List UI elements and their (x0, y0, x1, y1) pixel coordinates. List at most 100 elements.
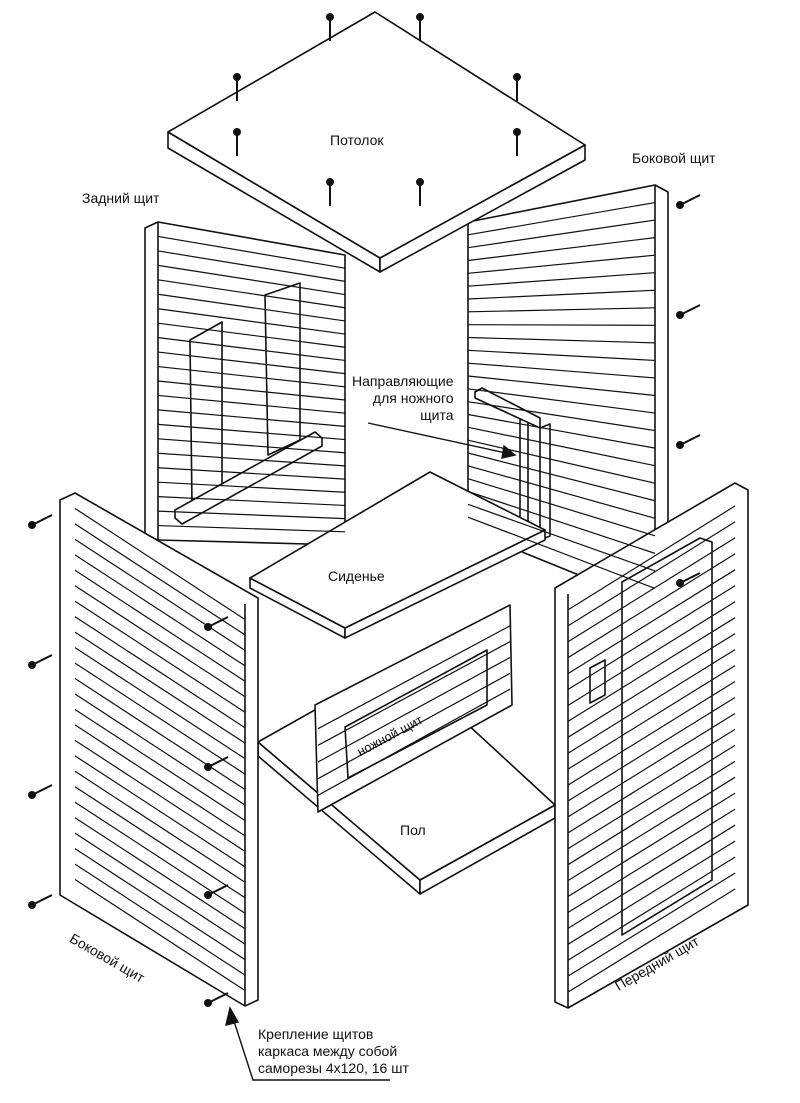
side-panel-upper-board-line (467, 465, 656, 519)
front-panel-board-line (567, 840, 736, 945)
foot-panel-board-line (317, 656, 511, 763)
side-panel-upper-board-line (467, 324, 656, 326)
screw-icon (326, 178, 334, 206)
back-panel-board-line (157, 380, 346, 401)
screw-icon (28, 514, 53, 529)
back-panel-board-line (157, 322, 346, 348)
screw-icon (513, 73, 521, 101)
side-panel-upper-board-line (467, 336, 656, 344)
side-panel-lower-board-line (74, 554, 246, 667)
back-panel-board-line (157, 467, 346, 480)
side-panel-upper-board-line (467, 490, 656, 554)
side-panel-lower-board-line (74, 848, 246, 961)
side-panel-lower-board-line (74, 786, 246, 899)
label-floor: Пол (400, 822, 426, 838)
screw-icon (676, 194, 701, 209)
back-panel-board-line (157, 496, 346, 507)
screw-icon (513, 128, 521, 156)
screw-icon (28, 784, 53, 799)
back-panel-board-line (157, 394, 346, 414)
front-panel-board-line (567, 649, 736, 754)
front-panel-board-line (567, 808, 736, 913)
note-line3: саморезы 4x120, 16 шт (258, 1060, 409, 1076)
side-panel-lower-board-line (74, 832, 246, 945)
foot-panel-opening (344, 649, 488, 779)
front-panel-board-line (567, 792, 736, 898)
side-panel-upper-board-line (467, 516, 656, 590)
side-panel-lower-board-line (74, 693, 246, 806)
side-panel-upper-board-line (467, 307, 656, 313)
front-panel-board-line (567, 633, 736, 738)
label-guides: Направляющие для ножного щита (352, 373, 454, 424)
side-panel-upper-board-line (467, 439, 656, 484)
side-panel-upper-board-line (467, 289, 656, 300)
back-panel-board-line (157, 235, 346, 269)
side-panel-lower-board-line (74, 507, 246, 620)
side-panel-lower-board-line (74, 801, 246, 914)
front-panel-board-line (567, 712, 736, 818)
front-panel-board-line (567, 617, 736, 722)
back-panel-board-line (157, 279, 346, 309)
back-window-right (264, 282, 301, 456)
side-panel-upper-board-line (467, 237, 656, 262)
side-panel-lower-board-line (74, 538, 246, 651)
back-panel-board-line (157, 250, 346, 282)
label-side-panel-right: Боковой щит (632, 150, 716, 166)
side-panel-lower-board-line (74, 616, 246, 729)
screw-icon (233, 128, 241, 156)
screw-icon (204, 756, 229, 771)
screw-icon (676, 434, 701, 449)
label-guides-line3: щита (420, 407, 454, 423)
front-panel-board-line (567, 553, 736, 659)
front-panel-board-line (567, 872, 736, 977)
foot-panel-board-line (317, 672, 511, 780)
front-panel-board-line (567, 776, 736, 882)
front-panel-board-line (567, 569, 736, 675)
back-panel-board-line (157, 481, 346, 493)
side-panel-lower-board-line (74, 863, 246, 976)
side-panel-lower-board-line (74, 569, 246, 682)
guide-rail-2 (539, 423, 551, 541)
front-panel-board-line (567, 744, 736, 850)
screw-icon (326, 13, 334, 41)
back-panel-board-line (157, 293, 346, 322)
side-panel-lower-board-line (74, 724, 246, 837)
back-panel-board-line (157, 308, 346, 335)
side-panel-lower-board-line (74, 647, 246, 760)
side-panel-lower-board-line (74, 678, 246, 791)
screw-icon (28, 654, 53, 669)
front-panel-board-line (567, 888, 736, 993)
side-panel-upper-board-line (467, 401, 656, 432)
back-panel-board-line (157, 438, 346, 454)
side-panel-upper-board-line (467, 272, 656, 287)
screw-icon (204, 884, 229, 899)
side-panel-upper-board-line (467, 503, 656, 572)
label-guides-line2: для ножного (372, 390, 454, 406)
side-panel-upper-board-line (467, 478, 656, 537)
side-panel-upper-board-line (467, 426, 656, 467)
side-panel-lower-board-line (74, 600, 246, 713)
note-line1: Крепление щитов (258, 1026, 374, 1042)
side-panel-lower-board-line (74, 708, 246, 821)
front-panel-board-line (567, 505, 736, 611)
front-panel-board-line (567, 681, 736, 786)
ceiling-top (167, 11, 586, 259)
side-panel-lower-board-line (74, 879, 246, 992)
screw-icon (204, 992, 229, 1007)
side-panel-upper-board-line (467, 452, 656, 502)
front-panel-board-line (567, 601, 736, 706)
front-panel-board-line (567, 696, 736, 802)
label-guides-line1: Направляющие (352, 373, 454, 389)
note-arrowhead (225, 1006, 240, 1026)
back-panel-board-line (157, 264, 346, 296)
label-fastening-note: Крепление щитов каркаса между собой само… (258, 1026, 409, 1077)
note-leader (231, 1014, 390, 1081)
side-panel-upper-board-line (467, 375, 656, 397)
guides-arrowhead (501, 444, 517, 459)
side-panel-lower-board-line (74, 631, 246, 744)
back-panel-board-line (157, 452, 346, 467)
side-panel-upper-board-line (467, 413, 656, 449)
side-panel-upper-board-line (467, 349, 656, 362)
screw-icon (416, 13, 424, 41)
